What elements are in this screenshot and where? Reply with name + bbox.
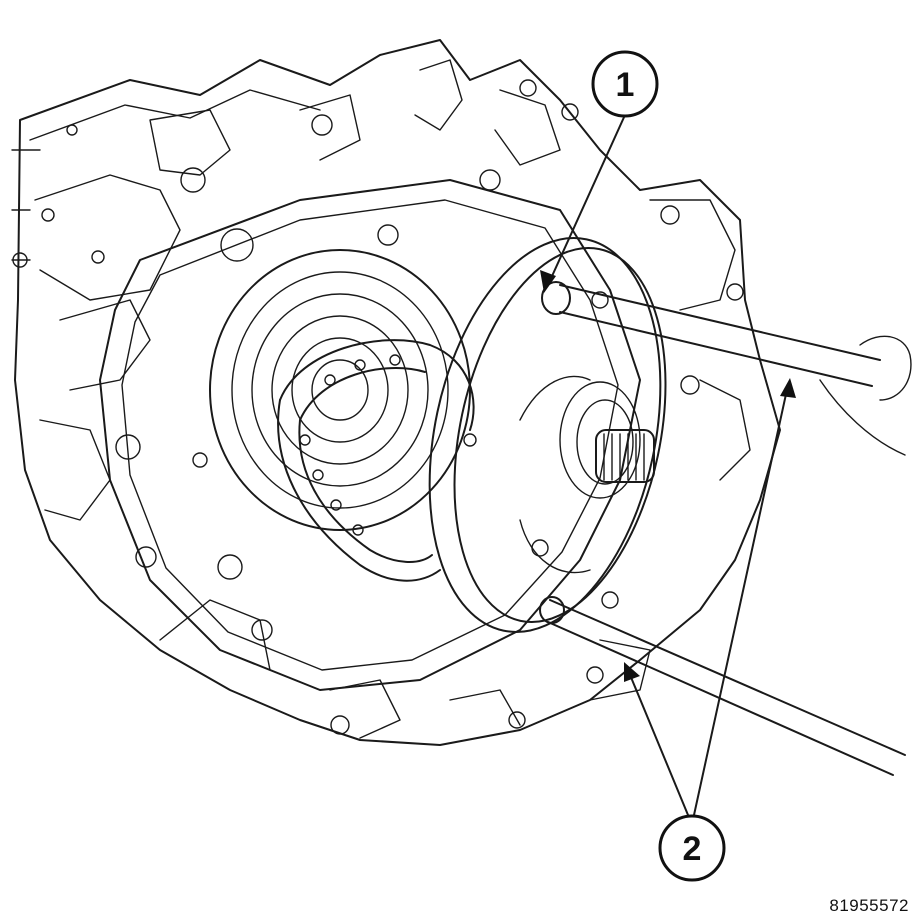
oil-pump (428, 237, 667, 633)
callout-1-circle (591, 50, 659, 118)
callout-1: 1 (591, 50, 659, 118)
case-gasket-flange (99, 179, 641, 691)
callout-2: 2 (658, 814, 726, 882)
case-bolt-holes (12, 79, 744, 735)
clutch-drum (209, 249, 471, 531)
callout-2-circle (658, 814, 726, 882)
callout-1-label: 1 (616, 66, 635, 104)
pump-remover-tools (539, 281, 912, 776)
callout-2-label: 2 (683, 830, 702, 868)
brake-band (277, 339, 475, 582)
leader-arrows (540, 114, 796, 816)
figure-id: 81955572 (829, 896, 909, 915)
